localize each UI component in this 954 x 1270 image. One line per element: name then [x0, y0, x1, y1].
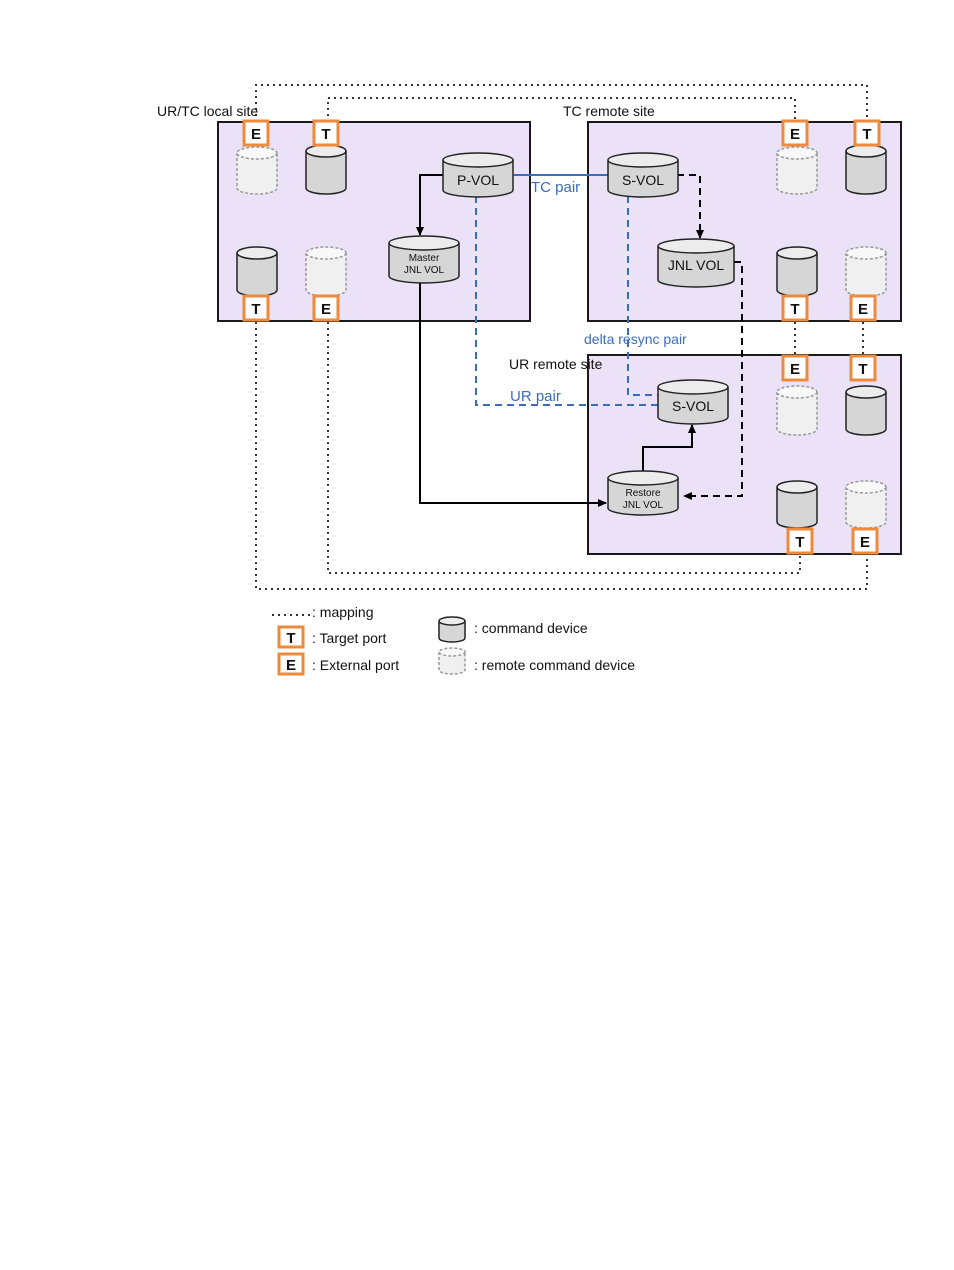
legend: : mapping T : Target port E : External p…: [272, 604, 635, 674]
legend-command-device-icon: [439, 617, 465, 642]
svg-text:E: E: [860, 534, 870, 551]
svg-text:T: T: [862, 126, 871, 143]
target-port-badge: T: [314, 121, 338, 145]
external-port-badge: E: [851, 296, 875, 320]
tc-s-vol-label: S-VOL: [622, 172, 664, 188]
svg-text:T: T: [790, 301, 799, 318]
target-port-badge: T: [851, 356, 875, 380]
delta-resync-pair-label: delta resync pair: [584, 331, 687, 347]
svg-text:T: T: [286, 630, 295, 647]
remote-command-device-icon: [306, 247, 346, 296]
target-port-badge: T: [244, 296, 268, 320]
svg-text:T: T: [321, 126, 330, 143]
tc-jnl-vol-cylinder: JNL VOL: [658, 239, 734, 287]
svg-text:E: E: [858, 301, 868, 318]
command-device-icon: [777, 481, 817, 528]
target-port-badge: T: [783, 296, 807, 320]
legend-target-port-icon: T: [279, 627, 303, 647]
remote-command-device-icon: [777, 147, 817, 194]
restore-jnl-vol-cylinder: Restore JNL VOL: [608, 471, 678, 515]
master-jnl-label-line1: Master: [409, 253, 440, 264]
target-port-badge: T: [855, 121, 879, 145]
master-jnl-vol-cylinder: Master JNL VOL: [389, 236, 459, 283]
svg-text:T: T: [858, 361, 867, 378]
tc-pair-label: TC pair: [531, 179, 580, 196]
target-port-badge: T: [788, 529, 812, 553]
legend-external-port-label: : External port: [312, 657, 399, 673]
command-device-icon: [846, 386, 886, 435]
tc-jnl-vol-label: JNL VOL: [668, 257, 724, 273]
legend-mapping-label: : mapping: [312, 604, 373, 620]
external-port-badge: E: [783, 356, 807, 380]
svg-text:E: E: [790, 126, 800, 143]
master-jnl-label-line2: JNL VOL: [404, 265, 445, 276]
legend-remote-command-device-icon: [439, 648, 465, 674]
svg-text:E: E: [321, 301, 331, 318]
command-device-icon: [237, 247, 277, 296]
legend-target-port-label: : Target port: [312, 630, 387, 646]
command-device-icon: [777, 247, 817, 296]
mapping-line-outer: [256, 85, 867, 122]
external-port-badge: E: [314, 296, 338, 320]
legend-external-port-icon: E: [279, 654, 303, 674]
external-port-badge: E: [853, 529, 877, 553]
svg-text:E: E: [251, 126, 261, 143]
remote-command-device-icon: [846, 247, 886, 296]
remote-command-device-icon: [777, 386, 817, 435]
ur-s-vol-label: S-VOL: [672, 398, 714, 414]
ur-pair-label: UR pair: [510, 388, 561, 405]
command-device-icon: [306, 145, 346, 194]
command-device-icon: [846, 145, 886, 194]
ur-remote-site-label: UR remote site: [509, 356, 603, 372]
legend-command-device-label: : command device: [474, 620, 588, 636]
external-port-badge: E: [244, 121, 268, 145]
remote-command-device-icon: [846, 481, 886, 528]
restore-jnl-label-line2: JNL VOL: [623, 500, 664, 511]
p-vol-cylinder: P-VOL: [443, 153, 513, 197]
svg-text:E: E: [790, 361, 800, 378]
tc-s-vol-cylinder: S-VOL: [608, 153, 678, 197]
p-vol-label: P-VOL: [457, 172, 499, 188]
svg-text:T: T: [795, 534, 804, 551]
svg-text:T: T: [251, 301, 260, 318]
legend-remote-command-device-label: : remote command device: [474, 657, 635, 673]
mapping-line-inner: [328, 98, 795, 122]
remote-command-device-icon: [237, 147, 277, 194]
external-port-badge: E: [783, 121, 807, 145]
tc-remote-site-label: TC remote site: [563, 103, 655, 119]
svg-text:E: E: [286, 657, 296, 674]
restore-jnl-label-line1: Restore: [625, 488, 660, 499]
ur-s-vol-cylinder: S-VOL: [658, 380, 728, 424]
local-site-label: UR/TC local site: [157, 103, 258, 119]
